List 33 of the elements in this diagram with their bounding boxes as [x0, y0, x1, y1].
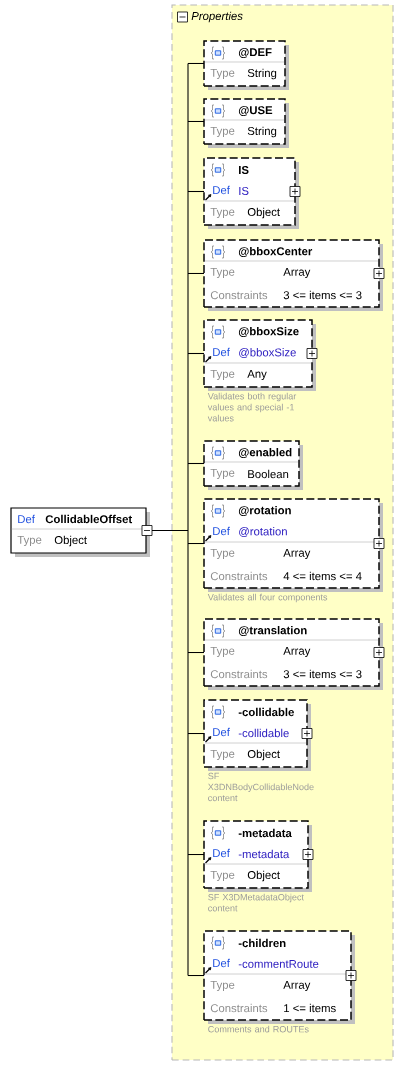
- element-name: -children: [238, 938, 286, 948]
- connector-line: [187, 352, 205, 355]
- connector-line: [187, 732, 205, 735]
- field-label: Type: [210, 68, 235, 80]
- field-label: Type: [210, 980, 235, 992]
- connector-line: [187, 853, 205, 856]
- field-value: Array: [283, 980, 311, 992]
- field-label: Type: [210, 369, 235, 381]
- connector-line: [187, 462, 205, 465]
- element-name: @DEF: [238, 48, 272, 58]
- connector-line: [151, 62, 189, 977]
- connector-line: [187, 272, 205, 275]
- field-label: Def: [213, 958, 230, 968]
- connector-line: [187, 62, 205, 65]
- reference-name: @bboxSize: [239, 348, 296, 358]
- annotation-text: SF X3DNBodyCollidableNode content: [208, 772, 314, 802]
- annotation-text: SF X3DMetadataObject content: [208, 893, 304, 912]
- element-name: @bboxSize: [238, 327, 299, 337]
- connector-line: [187, 651, 205, 654]
- connector-line: [187, 120, 205, 123]
- field-value: Any: [247, 369, 267, 381]
- connector-line: [187, 542, 205, 545]
- annotation-text: Validates all four components: [207, 593, 328, 603]
- field-value: 1 <= items: [284, 1003, 336, 1013]
- annotation-text: Validates both regular values and special -1 values: [207, 392, 297, 422]
- field-value: String: [247, 68, 277, 80]
- field-label: Def: [213, 347, 230, 357]
- connector-line: [187, 974, 205, 977]
- field-label: Constraints: [210, 1003, 268, 1013]
- reference-name: -commentRoute: [238, 960, 319, 968]
- group-title: Properties: [191, 11, 243, 23]
- connector-line: [187, 190, 205, 193]
- annotation-text: Comments and ROUTEs: [208, 1025, 309, 1033]
